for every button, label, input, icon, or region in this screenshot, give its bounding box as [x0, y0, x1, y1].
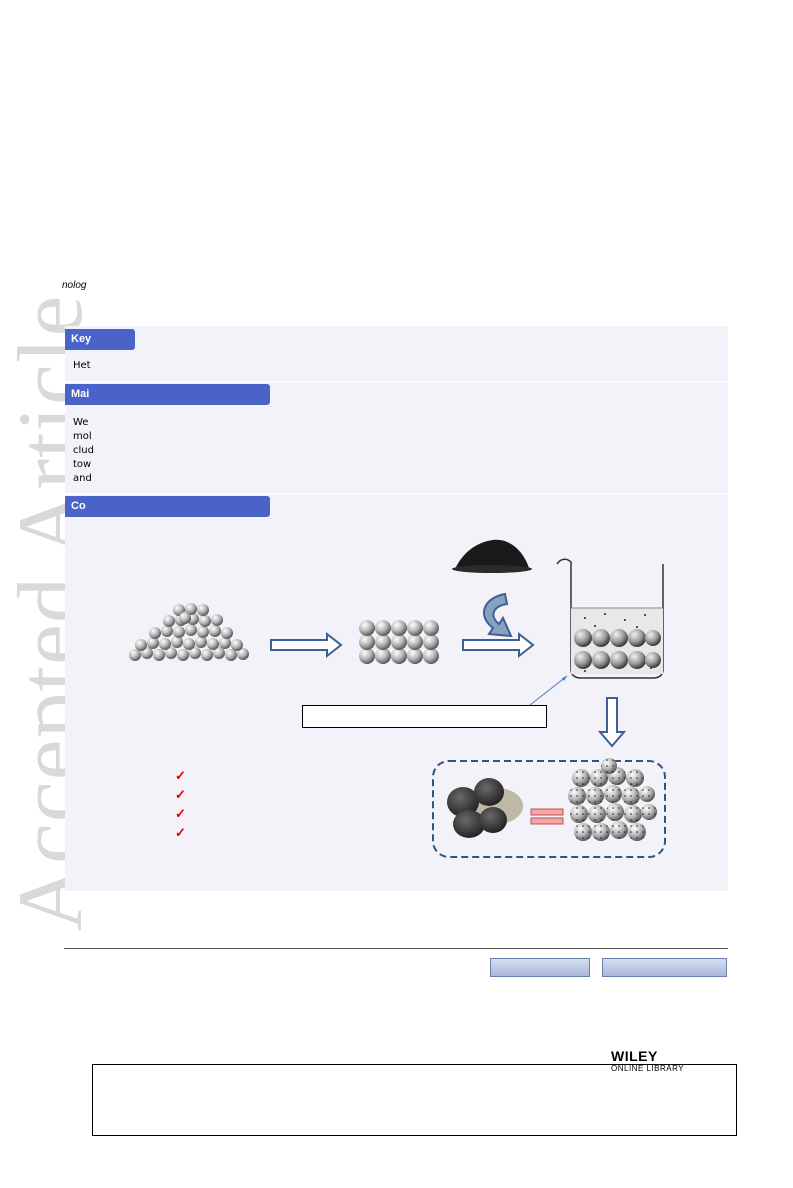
equals-icon [530, 808, 564, 816]
check-icon: ✓ [175, 787, 186, 802]
check-icon: ✓ [175, 825, 186, 840]
footer-button-2[interactable] [602, 958, 727, 977]
key-text: Het [73, 360, 91, 371]
abstract-box: Key Het Mai We mol clud tow and Co [65, 326, 728, 891]
curved-arrow-icon [482, 592, 513, 638]
footer-rule [64, 948, 728, 949]
footer-box [92, 1064, 737, 1136]
footer-button-1[interactable] [490, 958, 590, 977]
equals-icon [530, 817, 564, 825]
coated-spheres [568, 758, 657, 841]
check-icon: ✓ [175, 806, 186, 821]
packed-spheres [359, 620, 439, 664]
main-text-line: mol [73, 431, 92, 442]
result-box [432, 760, 666, 858]
main-text-line: tow [73, 459, 92, 470]
wiley-brand: WILEY [611, 1048, 658, 1064]
sample-photo [447, 778, 523, 838]
main-text-line: clud [73, 445, 94, 456]
section-tab-conclusion: Co [65, 496, 270, 517]
powder-base [452, 565, 532, 573]
main-text-line: and [73, 473, 92, 484]
process-graphic [129, 539, 666, 858]
checkmark-list: ✓ ✓ ✓ ✓ [175, 766, 186, 842]
section-tab-key: Key [65, 329, 135, 350]
wiley-logo: WILEY ONLINE LIBRARY [611, 1048, 684, 1073]
right-arrow-icon [462, 631, 535, 659]
wiley-sub: ONLINE LIBRARY [611, 1064, 685, 1073]
right-arrow-icon [270, 631, 343, 659]
pointer-line [529, 675, 568, 706]
check-icon: ✓ [175, 768, 186, 783]
beaker [556, 558, 664, 679]
main-text: We mol clud tow and [73, 416, 94, 486]
section-tab-main: Mai [65, 384, 270, 405]
loose-spheres [129, 603, 249, 661]
down-arrow-icon [597, 697, 627, 748]
section-divider [65, 493, 728, 494]
carbon-powder [455, 539, 529, 569]
caption-box [302, 705, 547, 728]
pointer-arrowhead [562, 676, 567, 681]
main-text-line: We [73, 417, 89, 428]
truncated-text: nolog [62, 280, 87, 291]
section-divider [65, 381, 728, 382]
